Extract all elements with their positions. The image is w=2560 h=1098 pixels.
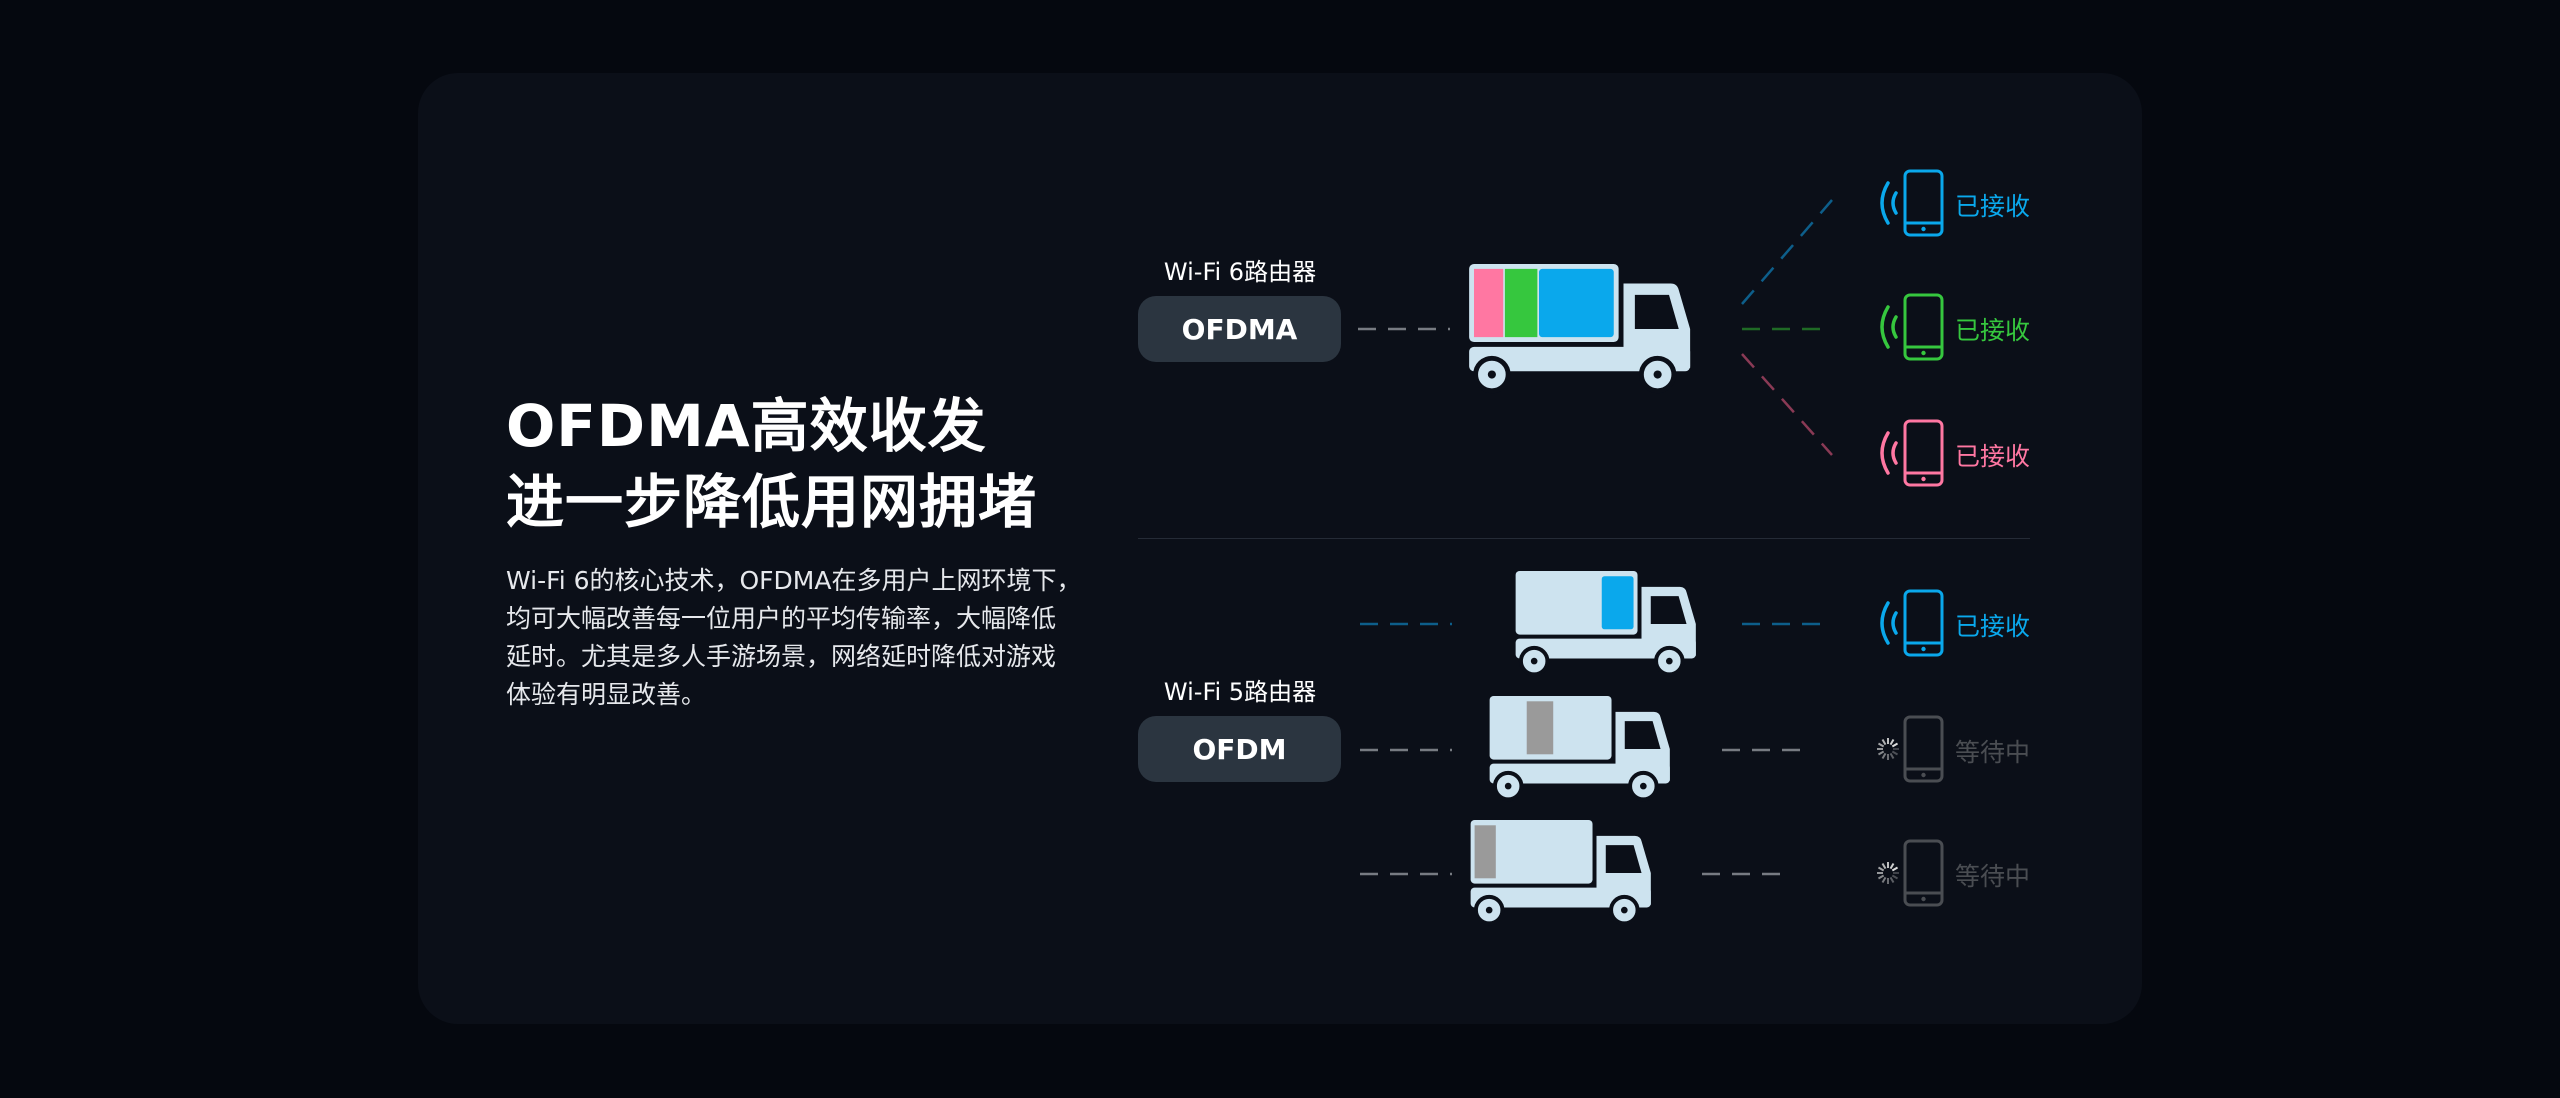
feature-card (418, 73, 2142, 1024)
headline: OFDMA高效收发 进一步降低用网拥堵 (506, 388, 1037, 540)
headline-line1: OFDMA高效收发 (506, 392, 987, 460)
phone-device (1877, 715, 1944, 783)
device-status-label: 已接收 (1955, 316, 2031, 345)
smartphone-icon (1903, 293, 1944, 361)
description-line: 体验有明显改善。 (506, 680, 707, 709)
loading-spinner-icon (1877, 738, 1899, 760)
headline-line2: 进一步降低用网拥堵 (506, 468, 1038, 536)
phone-device (1880, 589, 1944, 657)
wifi5-router-label: Wi-Fi 5路由器 (1163, 678, 1317, 706)
phone-device (1880, 169, 1944, 237)
phone-device (1880, 293, 1944, 361)
wifi6-router-label: Wi-Fi 6路由器 (1163, 258, 1317, 286)
wifi-signal-icon (1880, 431, 1898, 475)
wifi-signal-icon (1880, 601, 1898, 645)
line-truck-phone-blue (1741, 199, 1833, 305)
device-status-label: 已接收 (1955, 192, 2031, 221)
smartphone-icon (1903, 169, 1944, 237)
phone-device (1880, 419, 1944, 487)
device-status-label: 已接收 (1955, 612, 2031, 641)
wifi-signal-icon (1880, 181, 1898, 225)
device-status-label: 等待中 (1955, 738, 2031, 767)
description: Wi-Fi 6的核心技术，OFDMA在多用户上网环境下， 均可大幅改善每一位用户… (506, 562, 1086, 714)
smartphone-icon (1903, 715, 1944, 783)
description-line: 延时。尤其是多人手游场景，网络延时降低对游戏 (506, 642, 1057, 671)
device-status-label: 已接收 (1955, 442, 2031, 471)
loading-spinner-icon (1877, 862, 1899, 884)
smartphone-icon (1903, 419, 1944, 487)
ofdma-mode-badge: OFDMA (1138, 296, 1341, 362)
smartphone-icon (1903, 589, 1944, 657)
section-divider (1138, 538, 2030, 539)
wifi-signal-icon (1880, 305, 1898, 349)
description-line: Wi-Fi 6的核心技术，OFDMA在多用户上网环境下， (506, 566, 1082, 595)
description-line: 均可大幅改善每一位用户的平均传输率，大幅降低 (506, 604, 1057, 633)
phone-device (1877, 839, 1944, 907)
smartphone-icon (1903, 839, 1944, 907)
device-status-label: 等待中 (1955, 862, 2031, 891)
truck-icon-gray-cargo (1470, 820, 1651, 926)
truck-icon-gray-cargo (1489, 696, 1670, 802)
truck-icon-blue-cargo (1515, 571, 1696, 677)
ofdm-mode-badge: OFDM (1138, 716, 1341, 782)
truck-icon-multi-cargo (1469, 264, 1691, 394)
line-truck-phone-pink (1741, 353, 1833, 456)
